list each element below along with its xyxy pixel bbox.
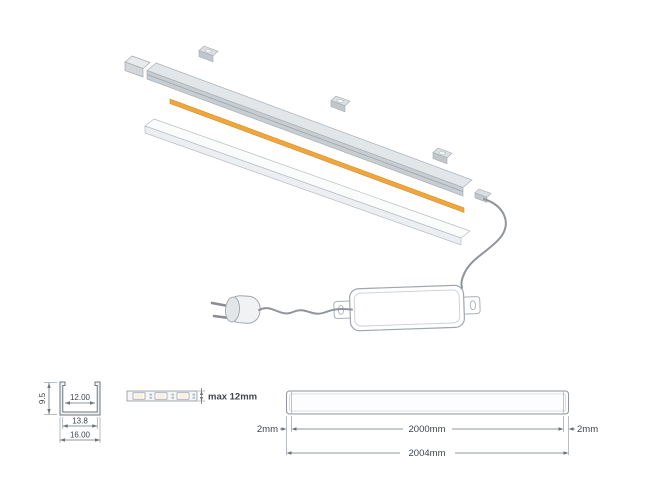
clip-notch	[336, 98, 345, 104]
cross-section-drawing: 12.00 9.5 13.8 16.00	[38, 381, 101, 443]
arrowhead-right	[95, 438, 100, 442]
dim-2mm-left: 2mm	[257, 424, 287, 435]
profile-top-view-inner	[289, 393, 566, 412]
psu-lid-seam	[353, 289, 461, 327]
profile-end-cap	[124, 55, 151, 78]
arrowhead-right	[92, 424, 98, 428]
psu-ear-right-slot	[469, 300, 476, 311]
pad	[149, 396, 153, 399]
clip-notch	[204, 48, 213, 54]
led-chip-1	[132, 392, 146, 400]
profile-channel-edge	[146, 74, 464, 192]
led-chip-3	[176, 392, 190, 400]
exploded-view	[124, 45, 507, 332]
pad	[149, 393, 153, 396]
arrowhead-right	[558, 427, 564, 431]
arrowhead	[568, 427, 574, 431]
max-width-label: max 12mm	[208, 392, 257, 403]
dim-label-2004mm: 2004mm	[409, 448, 446, 459]
led-strip-body	[169, 98, 465, 213]
dim-inner-13-8: 13.8	[62, 417, 98, 429]
plug-face	[225, 296, 240, 323]
clip-front-face	[330, 100, 346, 113]
arrowhead-right	[90, 401, 95, 405]
diffuser-front-face	[144, 125, 462, 246]
mounting-clip-2	[330, 95, 351, 113]
dim-label-13-8: 13.8	[72, 417, 88, 426]
dim-label-16: 16.00	[70, 431, 91, 440]
solder-pads-3	[192, 393, 196, 399]
dim-label-2mm-right: 2mm	[577, 424, 598, 435]
profile-top-face	[146, 62, 473, 188]
aluminum-profile	[146, 62, 473, 197]
arrowhead	[281, 427, 287, 431]
cable-to-driver	[460, 198, 507, 289]
led-strip	[169, 98, 465, 213]
dim-label-2mm-left: 2mm	[257, 424, 278, 435]
mounting-clip-1	[198, 45, 219, 63]
dim-outer-16: 16.00	[59, 417, 101, 443]
profile-length-view: 2mm 2000mm 2mm 2004mm	[257, 390, 598, 459]
arrowhead-right	[563, 451, 569, 455]
mounting-clip-3	[432, 147, 453, 165]
dim-opening-12: 12.00	[65, 393, 95, 405]
end-cap-front-face	[124, 61, 144, 78]
eu-plug	[210, 295, 353, 324]
strip-top-view: max 12mm	[126, 388, 257, 404]
dim-2004mm: 2004mm	[286, 448, 569, 459]
clip-front-face	[198, 50, 214, 63]
arrowhead-down	[199, 397, 204, 401]
power-cord	[258, 307, 353, 315]
pad	[192, 393, 196, 396]
pad	[192, 396, 196, 399]
arrowhead-left	[60, 438, 65, 442]
led-chip-die	[179, 394, 187, 398]
arrowhead-left	[286, 451, 292, 455]
led-chip-2	[154, 392, 168, 400]
solder-pads-2	[171, 393, 175, 399]
dim-label-2000mm: 2000mm	[409, 424, 446, 435]
arrowhead-left	[291, 427, 297, 431]
diffuser-cover	[144, 118, 471, 246]
profile-top-view-body	[286, 390, 569, 415]
dim-2000mm: 2000mm	[291, 424, 564, 435]
arrowhead-left	[62, 424, 68, 428]
cross-section-outline	[59, 381, 101, 416]
arrowhead-up	[199, 391, 204, 395]
pad	[171, 396, 175, 399]
clip-front-face	[432, 152, 448, 165]
dim-label-12: 12.00	[70, 393, 91, 402]
arrowhead-left	[65, 401, 70, 405]
clip-notch	[438, 150, 447, 156]
dim-strip-max-width: max 12mm	[198, 388, 257, 404]
power-supply	[333, 284, 481, 332]
dim-height-9-5: 9.5	[38, 382, 57, 415]
pad	[171, 393, 175, 396]
led-chip-die	[157, 394, 165, 398]
arrowhead-down	[47, 409, 51, 414]
solder-pads-1	[149, 393, 153, 399]
arrowhead-up	[47, 383, 51, 388]
dim-2mm-right: 2mm	[568, 424, 598, 435]
led-chip-die	[135, 394, 143, 398]
dim-label-9-5: 9.5	[38, 392, 47, 404]
